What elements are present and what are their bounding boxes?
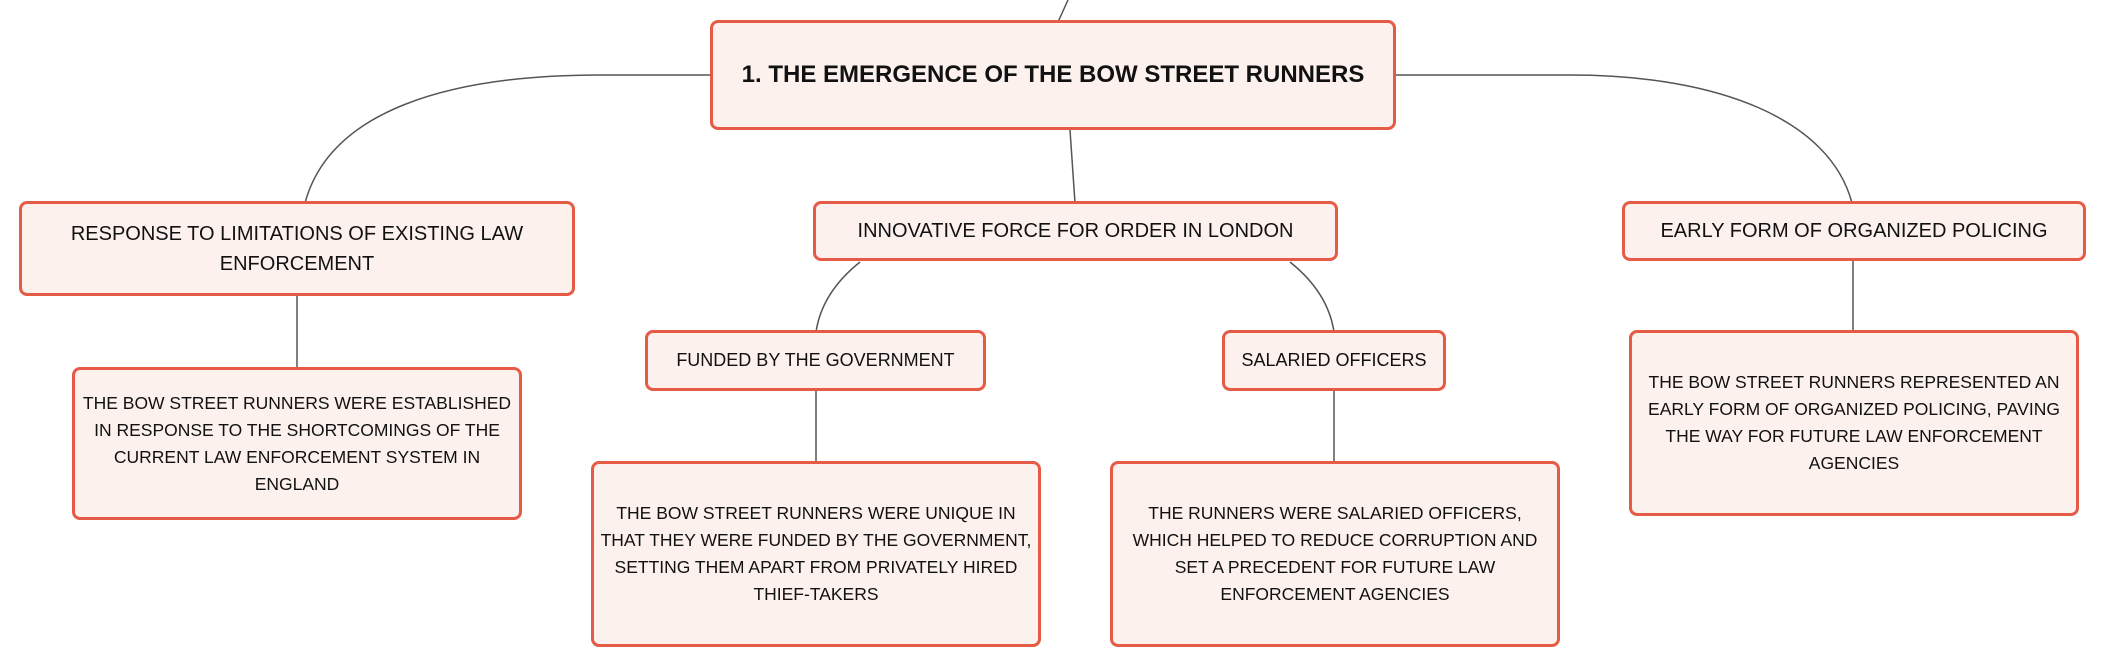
connector-root-innovative xyxy=(1069,129,1076,204)
branch-label-early: EARLY FORM OF ORGANIZED POLICING xyxy=(1660,220,2048,242)
connector-innovative-salaried xyxy=(1289,261,1335,333)
note-text-funded: THE BOW STREET RUNNERS WERE UNIQUE IN TH… xyxy=(600,503,1032,604)
sub-node-funded[interactable]: FUNDED BY THE GOVERNMENT xyxy=(645,330,986,391)
root-node[interactable]: 1. THE EMERGENCE OF THE BOW STREET RUNNE… xyxy=(710,20,1396,130)
note-node-early[interactable]: THE BOW STREET RUNNERS REPRESENTED AN EA… xyxy=(1629,330,2079,516)
sub-label-salaried: SALARIED OFFICERS xyxy=(1241,350,1427,370)
branch-node-innovative[interactable]: INNOVATIVE FORCE FOR ORDER IN LONDON xyxy=(813,201,1338,261)
connector-root-early xyxy=(1395,74,1853,204)
note-node-funded[interactable]: THE BOW STREET RUNNERS WERE UNIQUE IN TH… xyxy=(591,461,1041,647)
connector-parent-root xyxy=(1057,0,1069,23)
branch-label-innovative: INNOVATIVE FORCE FOR ORDER IN LONDON xyxy=(857,220,1294,242)
connector-innovative-funded xyxy=(815,261,861,333)
note-text-salaried: THE RUNNERS WERE SALARIED OFFICERS, WHIC… xyxy=(1132,503,1538,604)
sub-node-salaried[interactable]: SALARIED OFFICERS xyxy=(1222,330,1446,391)
note-text-limitations: THE BOW STREET RUNNERS WERE ESTABLISHED … xyxy=(82,392,512,494)
note-text-early: THE BOW STREET RUNNERS REPRESENTED AN EA… xyxy=(1648,372,2060,473)
branch-node-limitations[interactable]: RESPONSE TO LIMITATIONS OF EXISTING LAW … xyxy=(19,201,575,296)
note-node-limitations[interactable]: THE BOW STREET RUNNERS WERE ESTABLISHED … xyxy=(72,367,522,520)
root-label: 1. THE EMERGENCE OF THE BOW STREET RUNNE… xyxy=(741,61,1365,88)
connector-root-limitations xyxy=(304,74,710,204)
sub-label-funded: FUNDED BY THE GOVERNMENT xyxy=(676,350,955,370)
note-node-salaried[interactable]: THE RUNNERS WERE SALARIED OFFICERS, WHIC… xyxy=(1110,461,1560,647)
branch-node-early[interactable]: EARLY FORM OF ORGANIZED POLICING xyxy=(1622,201,2086,261)
branch-label-limitations: RESPONSE TO LIMITATIONS OF EXISTING LAW … xyxy=(70,222,524,275)
